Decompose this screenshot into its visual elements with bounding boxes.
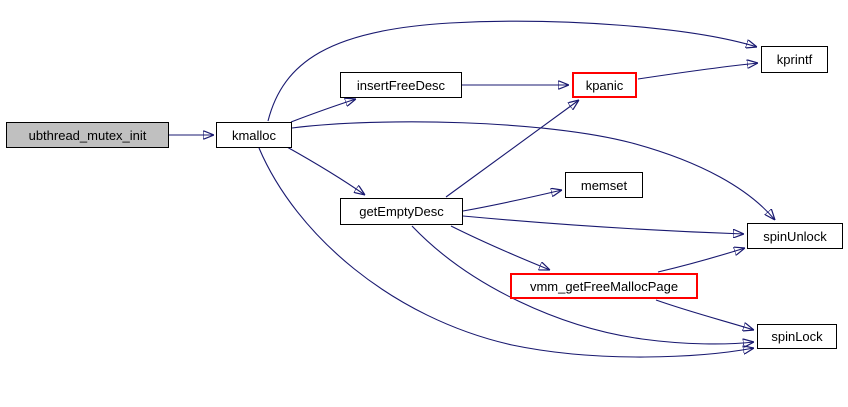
node-vmm_getFreeMallocPage[interactable]: vmm_getFreeMallocPage: [510, 273, 698, 299]
edge-getEmptyDesc-to-spinLock: [411, 225, 754, 344]
node-ubthread_mutex_init: ubthread_mutex_init: [6, 122, 169, 148]
edge-kmalloc-to-getEmptyDesc: [286, 146, 365, 195]
edge-kmalloc-to-spinUnlock: [291, 121, 775, 220]
node-kpanic[interactable]: kpanic: [572, 72, 637, 98]
node-memset[interactable]: memset: [565, 172, 643, 198]
edge-kmalloc-to-spinLock: [258, 147, 754, 358]
edge-vmm_getFreeMallocPage-to-spinLock: [655, 299, 754, 330]
node-spinUnlock[interactable]: spinUnlock: [747, 223, 843, 249]
node-kmalloc[interactable]: kmalloc: [216, 122, 292, 148]
edge-getEmptyDesc-to-vmm_getFreeMallocPage: [450, 225, 550, 270]
edge-getEmptyDesc-to-spinUnlock: [462, 215, 744, 234]
edge-getEmptyDesc-to-kpanic: [445, 100, 579, 198]
edge-getEmptyDesc-to-memset: [462, 190, 562, 212]
node-kprintf[interactable]: kprintf: [761, 46, 828, 73]
edge-kmalloc-to-insertFreeDesc: [290, 99, 356, 123]
edge-kpanic-to-kprintf: [637, 63, 758, 80]
node-insertFreeDesc[interactable]: insertFreeDesc: [340, 72, 462, 98]
edge-vmm_getFreeMallocPage-to-spinUnlock: [657, 248, 745, 273]
node-spinLock[interactable]: spinLock: [757, 324, 837, 349]
edge-kmalloc-to-kprintf: [267, 20, 757, 122]
node-getEmptyDesc[interactable]: getEmptyDesc: [340, 198, 463, 225]
